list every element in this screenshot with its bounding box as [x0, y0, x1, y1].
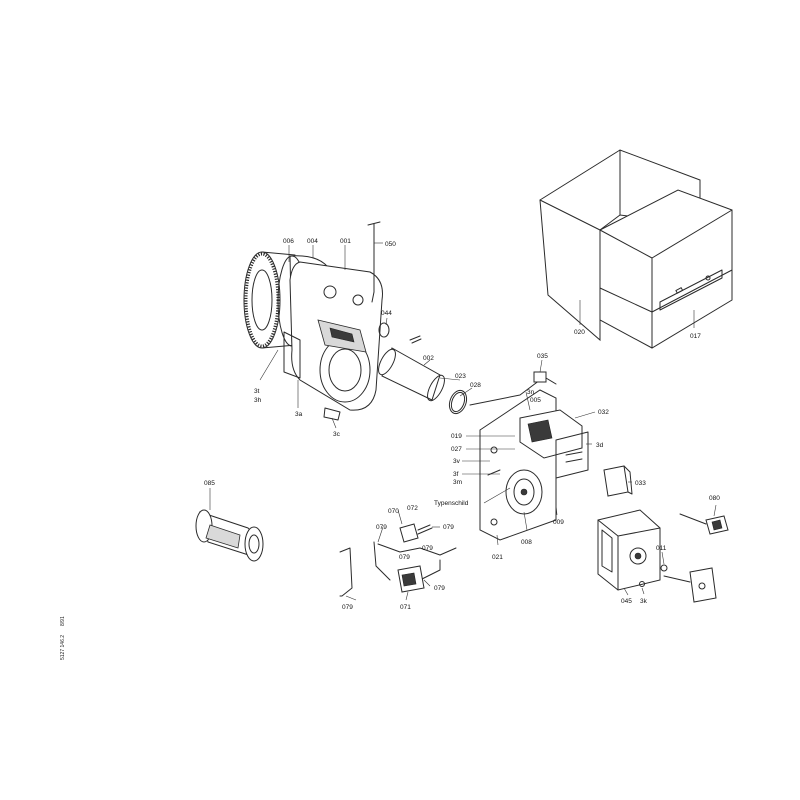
label-071: 071: [400, 604, 411, 611]
label-3k: 3k: [640, 598, 648, 605]
label-080: 080: [709, 495, 720, 502]
label-035: 035: [537, 353, 548, 360]
label-009: 009: [553, 519, 564, 526]
mounting-plate-021: [479, 389, 557, 541]
doc-number: 5127 146.2: [60, 635, 66, 660]
label-3h: 3h: [254, 397, 262, 404]
photocell-033: [603, 465, 633, 497]
motor-008: [505, 469, 543, 515]
label-017: 017: [690, 333, 701, 340]
label-3c: 3c: [333, 431, 341, 438]
label-044: 044: [381, 310, 392, 317]
label-006: 006: [283, 238, 294, 245]
pump-071: [397, 565, 425, 593]
label-032: 032: [598, 409, 609, 416]
label-079-e: 079: [434, 585, 445, 592]
screw-011: [660, 564, 668, 572]
label-3f: 3f: [453, 471, 459, 478]
label-072: 072: [407, 505, 418, 512]
label-079-d: 079: [422, 545, 433, 552]
label-3n: 3n: [527, 389, 535, 396]
label-001: 001: [340, 238, 351, 245]
label-050: 050: [385, 241, 396, 248]
flame-tube-002: [378, 347, 445, 402]
hood-017: [599, 189, 733, 349]
seal-ring-028: [448, 389, 468, 415]
label-045: 045: [621, 598, 632, 605]
hood-020: [539, 149, 701, 342]
label-079-b: 079: [376, 524, 387, 531]
label-3m: 3m: [453, 479, 462, 486]
label-3d: 3d: [596, 442, 604, 449]
document-reference: 5127 146.2 8/91: [60, 616, 66, 660]
label-3v: 3v: [453, 458, 461, 465]
label-028: 028: [470, 382, 481, 389]
label-3a: 3a: [295, 411, 303, 418]
label-033: 033: [635, 480, 646, 487]
label-002: 002: [423, 355, 434, 362]
burner-housing-001: [283, 261, 383, 421]
oil-pipe-079: [339, 541, 457, 597]
label-085: 085: [204, 480, 215, 487]
label-020: 020: [574, 329, 585, 336]
label-004: 004: [307, 238, 318, 245]
label-008: 008: [521, 539, 532, 546]
ignition-rod-050: [367, 221, 381, 303]
label-019: 019: [451, 433, 462, 440]
label-3t: 3t: [254, 388, 260, 395]
solenoid-valve-070: [399, 523, 433, 543]
connector-080: [679, 513, 729, 535]
label-027: 027: [451, 446, 462, 453]
label-079-a: 079: [443, 524, 454, 531]
leader-lines: [209, 242, 717, 601]
label-005: 005: [530, 397, 541, 404]
label-070: 070: [388, 508, 399, 515]
doc-date: 8/91: [60, 616, 66, 626]
label-021: 021: [492, 554, 503, 561]
clip-044: [378, 322, 422, 344]
silencer-085: [195, 509, 264, 562]
label-typenschild: Typenschild: [434, 500, 469, 507]
label-011: 011: [656, 545, 667, 552]
label-079-f: 079: [342, 604, 353, 611]
screw-3k: [639, 581, 645, 587]
ignition-transformer-032: [519, 409, 589, 479]
part-labels: 006 004 001 050 044 002 023 028 035 3n 0…: [204, 238, 720, 611]
terminal-block: [663, 567, 717, 603]
label-079-c: 079: [399, 554, 410, 561]
label-023: 023: [455, 373, 466, 380]
control-box-045: [597, 509, 661, 591]
